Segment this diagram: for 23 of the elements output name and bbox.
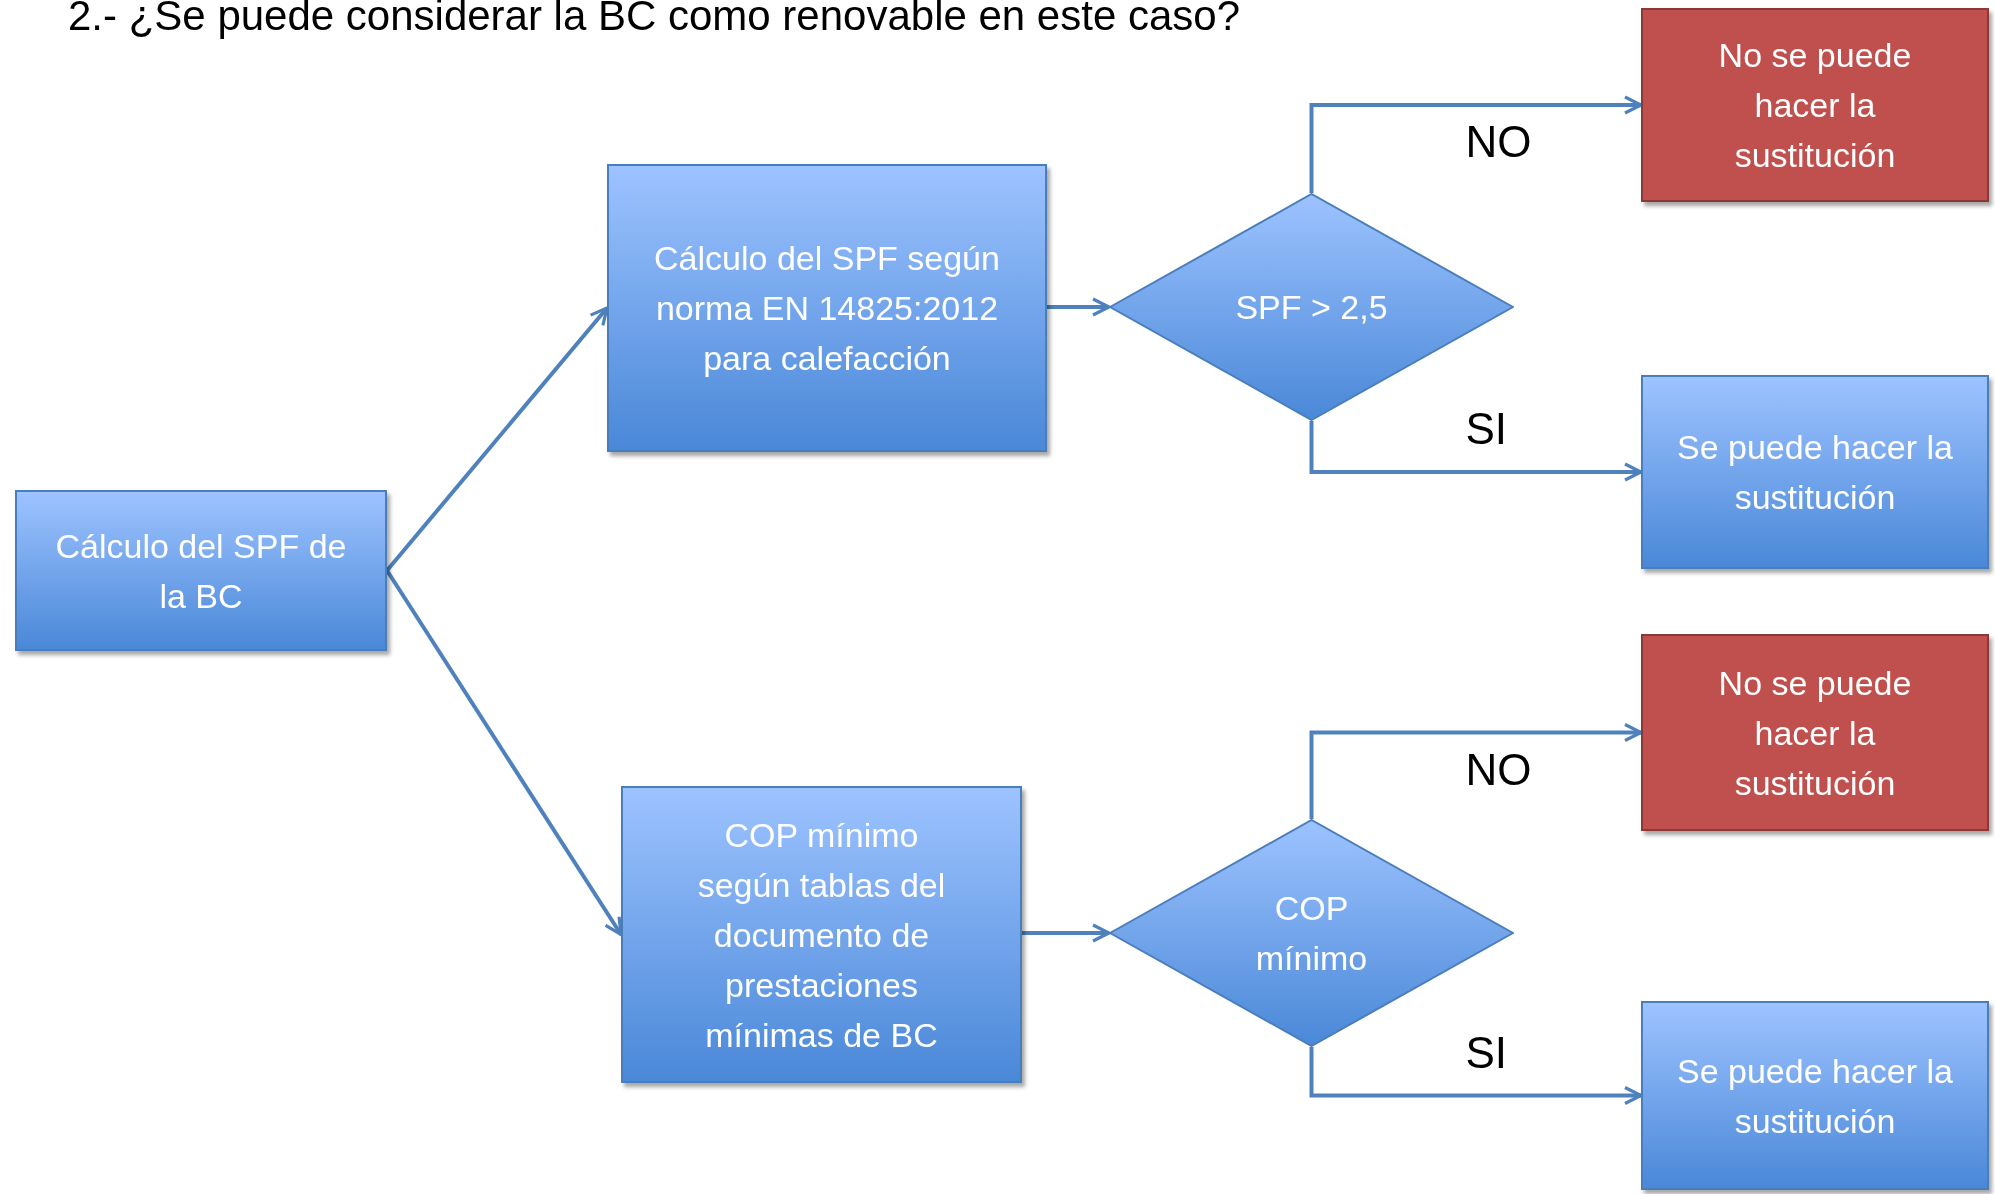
title: 2.- ¿Se puede considerar la BC como renovable en este caso? bbox=[68, 0, 1240, 40]
arrow bbox=[1047, 297, 1111, 317]
node-text: Cálculo del SPF según norma EN 14825:2012 para calefacción bbox=[653, 238, 1001, 379]
process-box bbox=[621, 786, 1022, 1083]
node-text: No se puede hacer la sustitución bbox=[1717, 662, 1913, 804]
arrow bbox=[1309, 722, 1643, 819]
process-box bbox=[607, 164, 1047, 452]
arrow bbox=[1309, 1047, 1643, 1106]
result-box bbox=[1641, 8, 1989, 202]
arrow bbox=[1022, 923, 1111, 943]
node-text: SPF > 2,5 bbox=[1235, 287, 1388, 328]
node-text: Se puede hacer la sustitución bbox=[1676, 1050, 1954, 1142]
node-text: COP mínimo según tablas del documento de prestaciones mínimas de BC bbox=[696, 814, 947, 1056]
arrow bbox=[1309, 421, 1643, 482]
arrow bbox=[1309, 95, 1643, 193]
result-box bbox=[1641, 634, 1989, 831]
process-box bbox=[1641, 375, 1989, 569]
process-box bbox=[1641, 1001, 1989, 1190]
node-text: No se puede hacer la sustitución bbox=[1717, 35, 1913, 176]
node-text: Cálculo del SPF de la BC bbox=[54, 525, 348, 617]
node-text: Se puede hacer la sustitución bbox=[1676, 427, 1954, 518]
process-box bbox=[15, 490, 387, 651]
node-text: COP mínimo bbox=[1254, 888, 1369, 979]
